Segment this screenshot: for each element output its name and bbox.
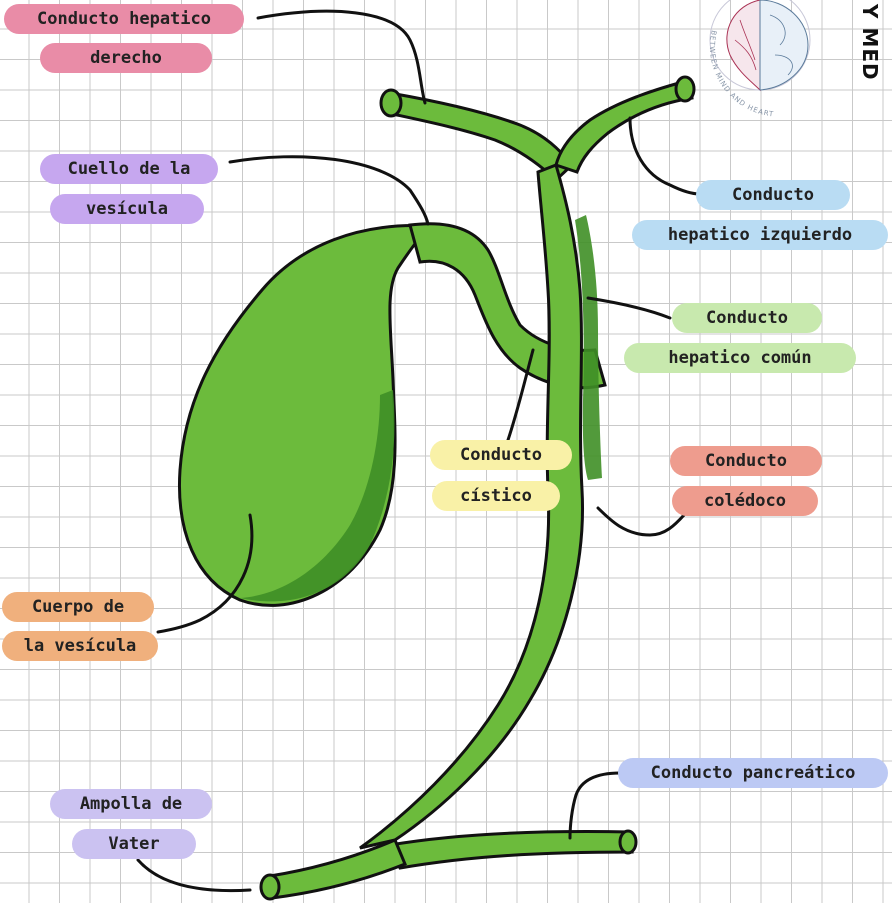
brand-logo: BETWEEN MIND AND HEART xyxy=(708,0,811,118)
label-gallbladder-body-2: la vesícula xyxy=(2,631,158,661)
label-left-hepatic-2: hepatico izquierdo xyxy=(632,220,888,250)
leader-gallbladder-body xyxy=(156,513,254,634)
pancreatic-duct-end xyxy=(618,829,638,855)
label-gallbladder-body-1: Cuerpo de xyxy=(2,592,154,622)
right-hepatic-duct-shape xyxy=(386,91,575,183)
leader-common-hepatic xyxy=(586,296,672,320)
right-hepatic-duct-end xyxy=(379,88,403,118)
ampulla-end xyxy=(259,873,281,901)
label-ampulla-1: Ampolla de xyxy=(50,789,212,819)
label-common-bile-1: Conducto xyxy=(670,446,822,476)
label-gallbladder-neck-2: vesícula xyxy=(50,194,204,224)
leader-gallbladder-neck xyxy=(228,155,430,226)
label-common-bile-2: colédoco xyxy=(672,486,818,516)
leader-left-hepatic xyxy=(628,116,702,196)
pancreatic-duct-shape xyxy=(387,830,634,870)
leader-common-bile xyxy=(596,506,686,537)
label-right-hepatic-1: Conducto hepatico xyxy=(4,4,244,34)
leader-ampulla xyxy=(136,858,252,893)
brain-half-icon xyxy=(759,0,809,91)
label-common-hepatic-2: hepatico común xyxy=(624,343,856,373)
heart-half-icon xyxy=(726,0,761,92)
leader-pancreatic xyxy=(568,771,622,840)
left-hepatic-duct-shape xyxy=(554,78,694,174)
gallbladder-shadow xyxy=(240,390,395,602)
label-pancreatic: Conducto pancreático xyxy=(618,758,888,788)
common-bile-duct-shape xyxy=(359,163,584,850)
label-cystic-1: Conducto xyxy=(430,440,572,470)
label-ampulla-2: Vater xyxy=(72,829,196,859)
brand-text: Y MED xyxy=(858,4,882,81)
label-cystic-2: cístico xyxy=(432,481,560,511)
label-gallbladder-neck-1: Cuello de la xyxy=(40,154,218,184)
label-common-hepatic-1: Conducto xyxy=(672,303,822,333)
left-hepatic-duct-end xyxy=(674,75,696,103)
label-right-hepatic-2: derecho xyxy=(40,43,212,73)
leader-cystic xyxy=(506,348,535,442)
common-hepatic-shadow xyxy=(575,215,602,480)
label-left-hepatic-1: Conducto xyxy=(696,180,850,210)
leader-right-hepatic xyxy=(256,9,427,105)
ampulla-shape xyxy=(268,838,407,900)
